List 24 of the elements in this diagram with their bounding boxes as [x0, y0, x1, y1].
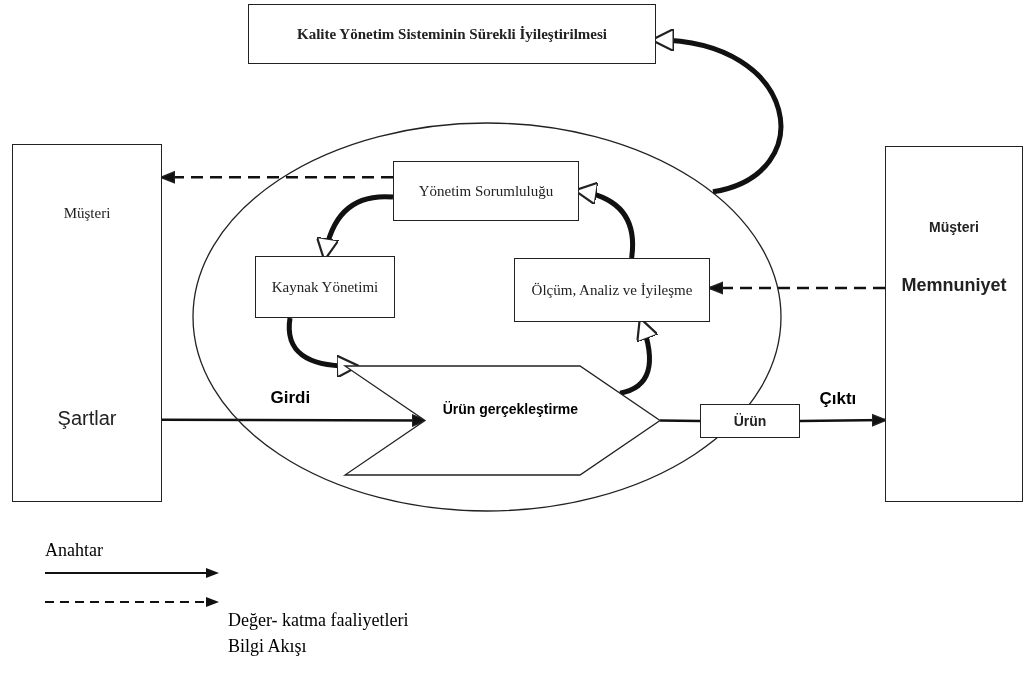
box-sublabel: Şartlar: [56, 407, 118, 430]
legend-label: Değer- katma faaliyetleri: [228, 610, 409, 631]
connector-line: [660, 419, 700, 423]
process-box: [248, 4, 656, 64]
box-label: Ölçüm, Analiz ve İyileşme: [531, 281, 693, 299]
curved-arrow: [286, 317, 360, 379]
process-box: [393, 161, 579, 221]
process-box: [514, 258, 710, 322]
box-label: Ürün gerçekleştirme: [441, 400, 580, 417]
box-label: Yönetim Sorumluluğu: [418, 182, 554, 200]
process-box: [255, 256, 395, 318]
legend-heading: Anahtar: [45, 540, 103, 561]
box-label: Müşteri: [928, 219, 980, 235]
process-box: [700, 404, 800, 438]
tall-box: [12, 144, 162, 502]
box-label: Müşteri: [62, 205, 112, 222]
ellipse-outline: [192, 122, 782, 512]
chevron-process-shape: [345, 366, 660, 475]
tall-box: [885, 146, 1023, 502]
box-sublabel: Memnuniyet: [900, 275, 1008, 296]
legend-label: Bilgi Akışı: [228, 636, 307, 657]
box-label: Ürün: [733, 413, 767, 429]
box-label: Kaynak Yönetimi: [271, 278, 379, 296]
box-label: Kalite Yönetim Sisteminin Sürekli İyileştirilmesi: [297, 25, 607, 43]
